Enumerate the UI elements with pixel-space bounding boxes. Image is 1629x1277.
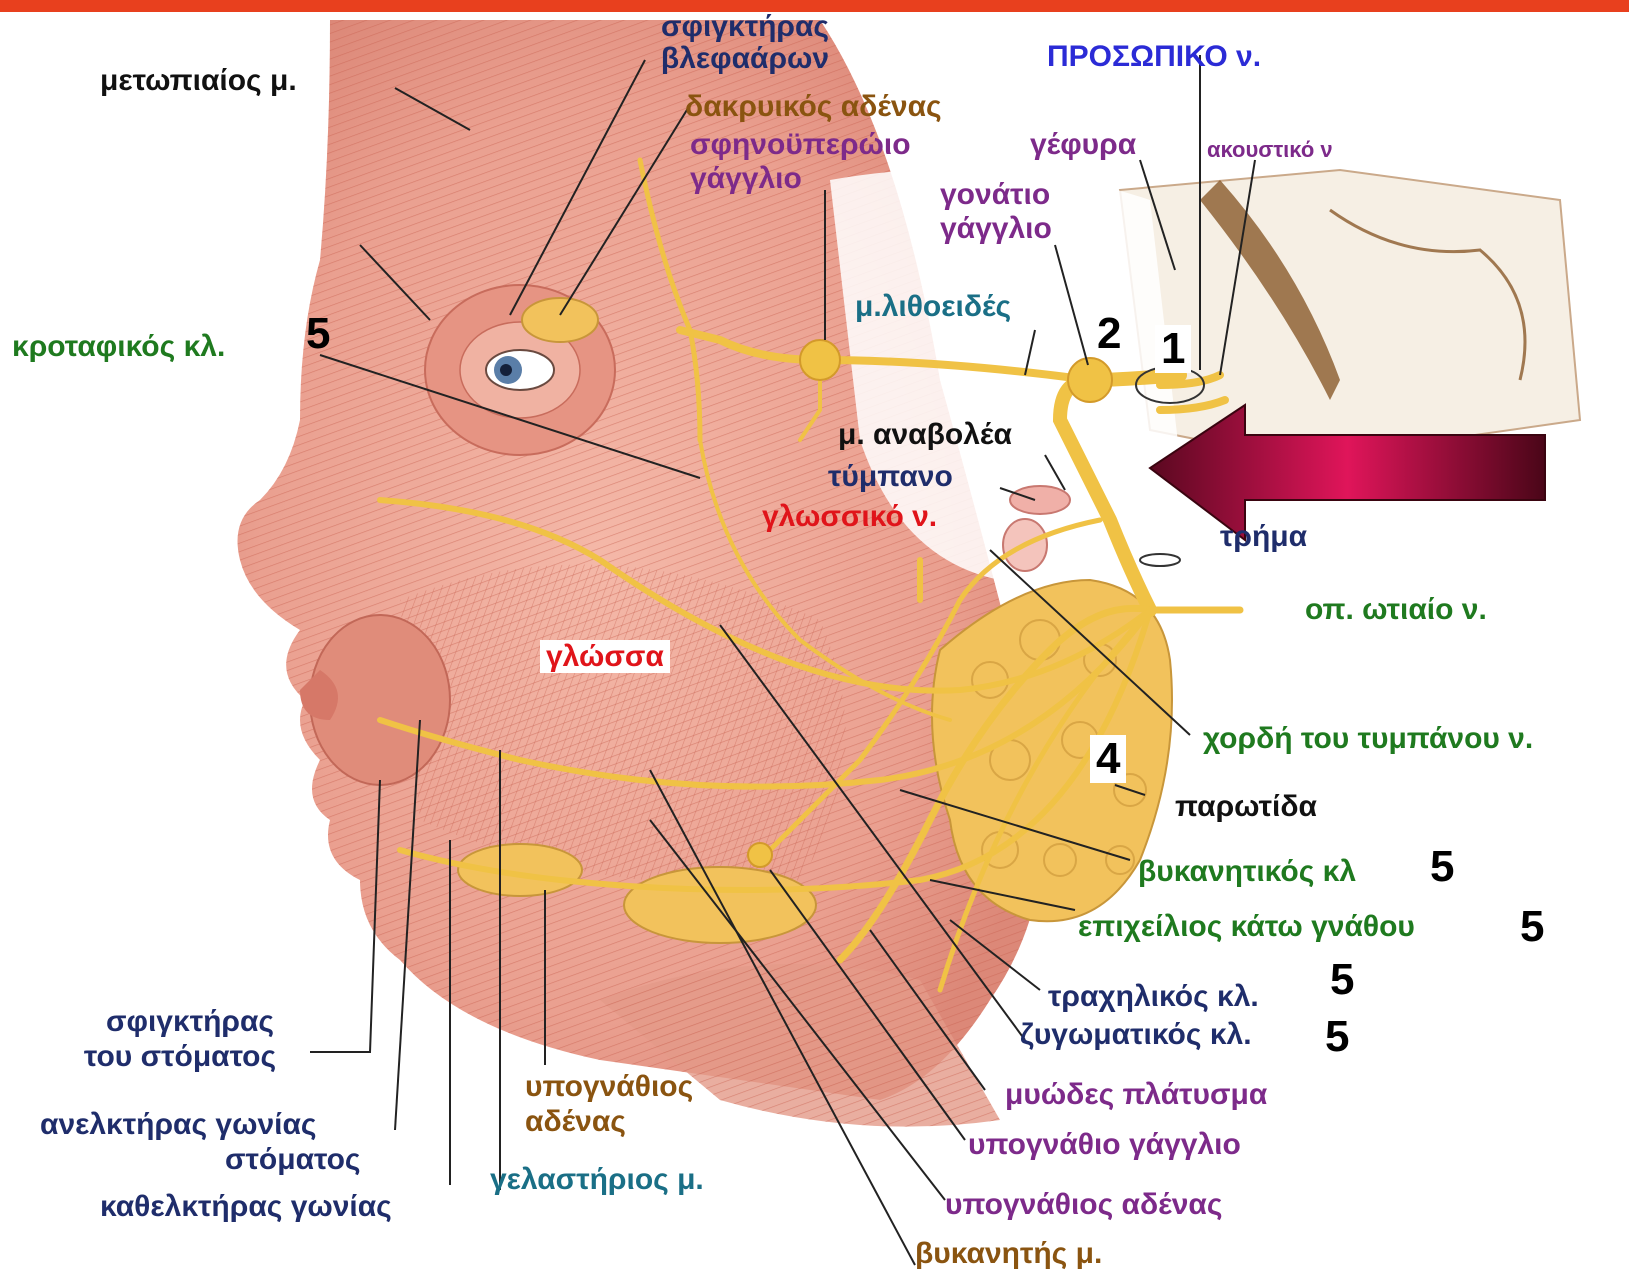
number-5-temporal: 5 <box>306 312 330 356</box>
label-chorda-tympani: χορδή του τυμπάνου ν. <box>1203 722 1533 755</box>
label-buccinator: βυκανητής μ. <box>915 1237 1102 1270</box>
pupil <box>500 364 512 376</box>
number-5-marginal: 5 <box>1520 905 1544 949</box>
label-submandibular-gland-1: υπογνάθιος <box>525 1070 693 1103</box>
label-marginal-mandibular: επιχείλιος κάτω γνάθου <box>1078 910 1415 943</box>
number-5-cervical: 5 <box>1330 958 1354 1002</box>
label-submandibular-ganglion: υπογνάθιο γάγγλιο <box>968 1128 1241 1161</box>
number-4: 4 <box>1090 735 1126 783</box>
label-orbicularis-oris-2: του στόματος <box>50 1040 310 1073</box>
number-5-zygomatic: 5 <box>1325 1015 1349 1059</box>
number-2: 2 <box>1097 312 1121 356</box>
number-5-buccal: 5 <box>1430 845 1454 889</box>
geniculate-ganglion <box>1068 358 1112 402</box>
temporal-bone-area <box>1120 170 1580 460</box>
label-stapedius: μ. αναβολέα <box>838 418 1012 451</box>
label-orbicularis-oris-1: σφιγκτήρας <box>70 1005 310 1038</box>
label-pterygopalatine-2: γάγγλιο <box>690 162 802 195</box>
label-levator-anguli-1: ανελκτήρας γωνίας <box>40 1108 317 1141</box>
label-tongue: γλώσσα <box>540 640 670 673</box>
label-tympanum: τύμπανο <box>828 460 953 493</box>
label-temporal-branch: κροταφικός κλ. <box>12 330 225 363</box>
label-acoustic-nerve: ακουστικό ν <box>1207 133 1333 166</box>
stylomastoid-loop <box>1140 554 1180 566</box>
label-frontalis: μετωπιαίος μ. <box>100 64 297 97</box>
label-lingual-nerve: γλωσσικό ν. <box>762 500 937 533</box>
label-foramen: τρήμα <box>1220 520 1307 553</box>
label-lacrimal-gland: δακρυικός αδένας <box>685 90 942 123</box>
pterygopalatine-ganglion <box>800 340 840 380</box>
label-platysma: μυώδες πλάτυσμα <box>1005 1078 1267 1111</box>
label-cervical-branch: τραχηλικός κλ. <box>1048 980 1259 1013</box>
label-petrosal: μ.λιθοειδές <box>855 290 1011 323</box>
label-submandibular-gland-b: υπογνάθιος αδένας <box>945 1188 1222 1221</box>
label-zygomatic-branch: ζυγωματικός κλ. <box>1020 1018 1252 1051</box>
label-submandibular-gland-2: αδένας <box>525 1105 626 1138</box>
label-orbicularis-oculi-1: σφιγκτήρας <box>630 10 860 43</box>
label-levator-anguli-2: στόματος <box>225 1143 361 1176</box>
tympanum <box>1010 486 1070 514</box>
label-geniculate-2: γάγγλιο <box>940 212 1052 245</box>
label-pons: γέφυρα <box>1030 128 1136 161</box>
label-posterior-auricular: οπ. ωτιαίο ν. <box>1305 593 1487 626</box>
submandibular-gland-2 <box>624 867 816 943</box>
submandibular-ganglion <box>748 843 772 867</box>
lacrimal-gland <box>522 298 598 342</box>
cheek-fibers <box>400 564 846 884</box>
label-pterygopalatine-1: σφηνοϋπερώιο <box>690 128 911 161</box>
label-facial-nerve: ΠΡΟΣΩΠΙΚΟ ν. <box>1047 40 1261 73</box>
label-buccal-branch: βυκανητικός κλ <box>1138 855 1356 888</box>
label-risorius: γελαστήριος μ. <box>490 1163 704 1196</box>
label-parotid: παρωτίδα <box>1175 790 1317 823</box>
label-geniculate-1: γονάτιο <box>940 178 1050 211</box>
number-1: 1 <box>1155 325 1191 373</box>
label-orbicularis-oculi-2: βλεφαάρων <box>630 42 860 75</box>
label-depressor-anguli: καθελκτήρας γωνίας <box>100 1190 392 1223</box>
